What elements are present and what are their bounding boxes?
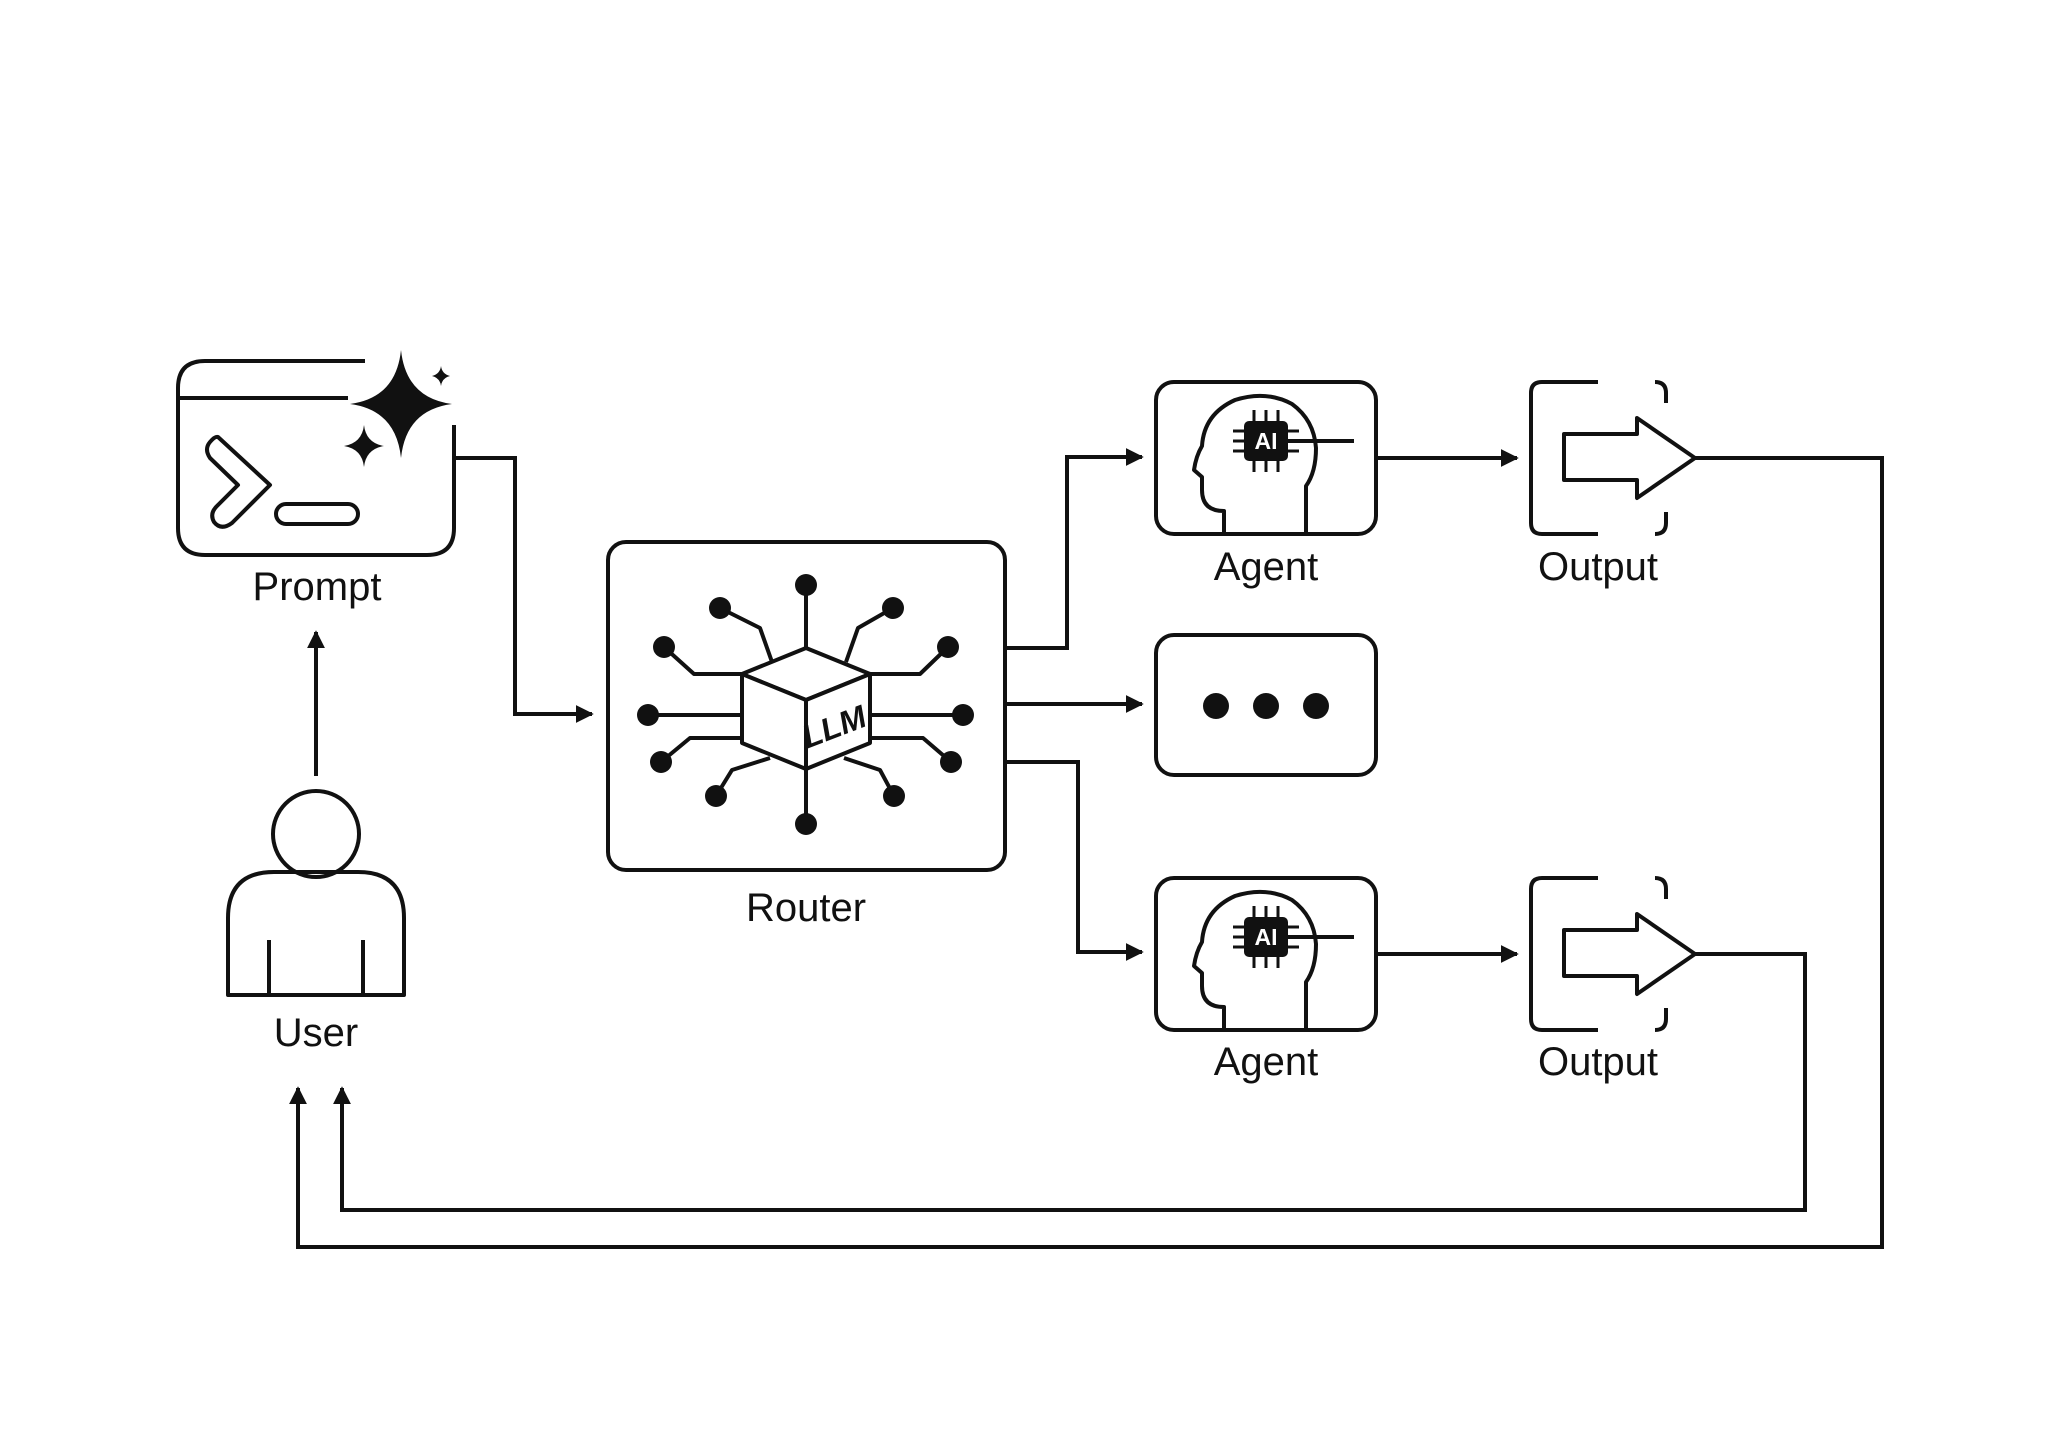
- router-to-agent-bottom-arrow: [1005, 760, 1144, 961]
- node-dot: [940, 751, 962, 773]
- node-dot: [653, 636, 675, 658]
- router-node: LLM Router: [606, 540, 1007, 930]
- agent-bottom-label: Agent: [1214, 1040, 1319, 1084]
- user-node: User: [226, 789, 406, 1055]
- node-dot: [882, 597, 904, 619]
- more-agents-box: [1154, 633, 1378, 777]
- node-dot: [709, 597, 731, 619]
- llm-network-icon: [648, 585, 963, 824]
- router-label: Router: [746, 886, 866, 930]
- agent-bottom-node: AI Agent: [1154, 876, 1378, 1084]
- agent-top-label: Agent: [1214, 545, 1319, 589]
- prompt-node: Prompt: [176, 350, 456, 609]
- output-top-node: Output: [1529, 380, 1697, 589]
- node-dot: [650, 751, 672, 773]
- prompt-to-router-arrow: [454, 456, 594, 723]
- user-icon: [226, 789, 406, 997]
- more-agents-node: [1154, 633, 1378, 777]
- prompt-label: Prompt: [253, 565, 382, 609]
- node-dot: [952, 704, 974, 726]
- ai-head-icon: [1192, 393, 1354, 532]
- ai-chip-text: AI: [1255, 428, 1278, 454]
- output-top-to-user-arrow: [289, 456, 1884, 1249]
- output-arrow-icon: [1529, 380, 1697, 536]
- node-dot: [637, 704, 659, 726]
- ai-head-icon: [1192, 889, 1354, 1028]
- node-dot: [937, 636, 959, 658]
- node-dot: [705, 785, 727, 807]
- node-dot: [795, 813, 817, 835]
- agent-top-node: AI Agent: [1154, 380, 1378, 589]
- output-bottom-label: Output: [1538, 1040, 1658, 1084]
- ellipsis-icon: [1203, 693, 1329, 719]
- node-dot: [883, 785, 905, 807]
- user-label: User: [274, 1011, 358, 1055]
- router-to-agent-top-arrow: [1005, 448, 1144, 650]
- connectors: [289, 448, 1884, 1249]
- output-bottom-to-user-arrow: [333, 952, 1807, 1212]
- output-bottom-node: Output: [1529, 876, 1697, 1084]
- ai-chip-text: AI: [1255, 924, 1278, 950]
- router-endpoints: [637, 574, 974, 835]
- output-arrow-icon: [1529, 876, 1697, 1032]
- terminal-sparkle-icon: [176, 350, 456, 557]
- node-dot: [795, 574, 817, 596]
- output-top-label: Output: [1538, 545, 1658, 589]
